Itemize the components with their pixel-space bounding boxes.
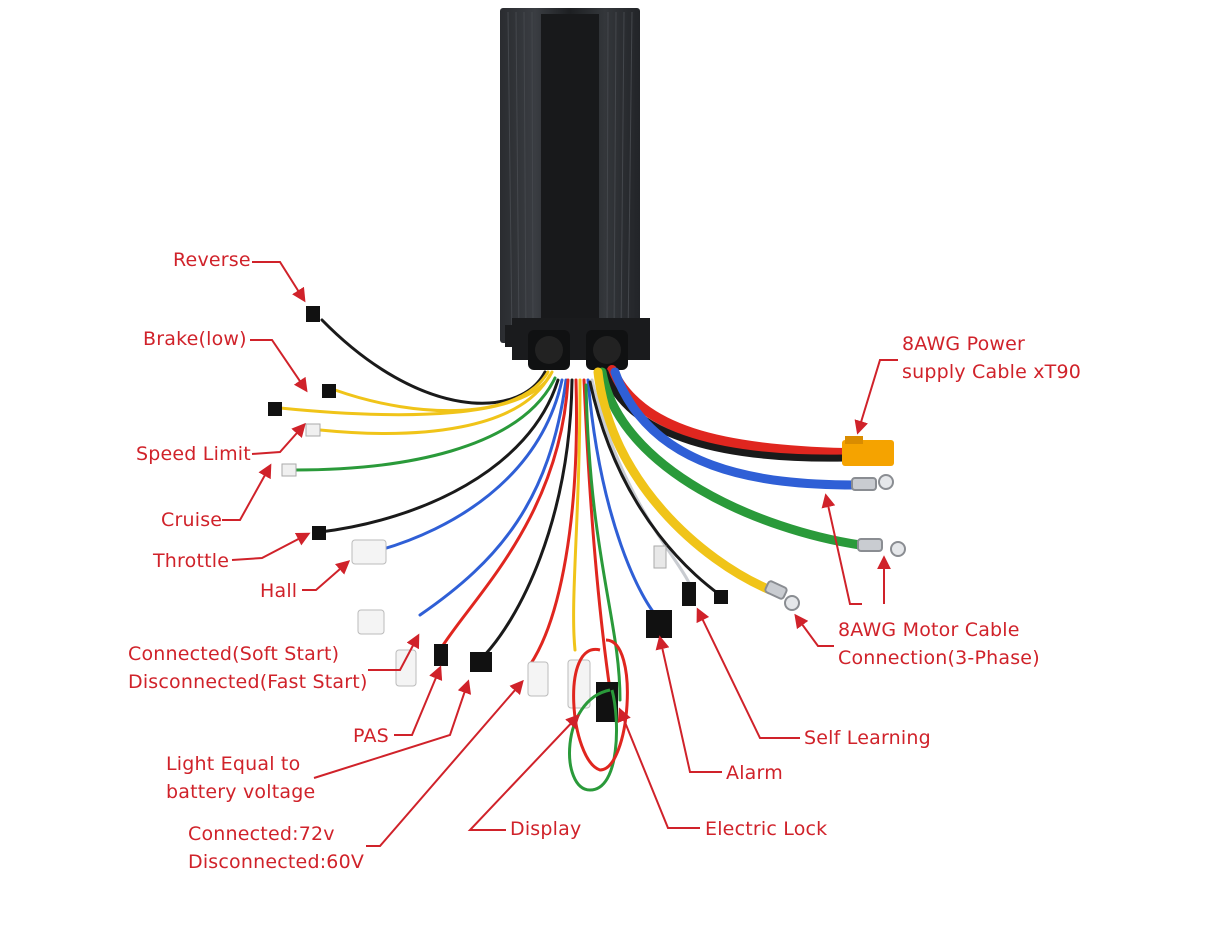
label-self-learning: Self Learning <box>804 727 931 749</box>
label-light: Light Equal to battery voltage <box>166 753 316 803</box>
signal-wires <box>278 318 722 702</box>
label-throttle: Throttle <box>153 550 230 572</box>
label-reverse: Reverse <box>173 249 251 271</box>
label-voltage-select: Connected:72v Disconnected:60V <box>188 823 365 873</box>
controller-housing <box>500 8 650 360</box>
label-brake-low: Brake(low) <box>143 328 247 350</box>
label-cruise: Cruise <box>161 509 223 531</box>
label-pas: PAS <box>353 725 389 747</box>
label-soft-start: Connected(Soft Start) Disconnected(Fast … <box>128 643 368 693</box>
label-electric-lock: Electric Lock <box>705 818 828 840</box>
cable-glands <box>528 330 628 370</box>
thick-cables <box>593 365 865 595</box>
label-speed-limit: Speed Limit <box>136 443 251 465</box>
label-alarm: Alarm <box>726 762 783 784</box>
label-power-cable: 8AWG Power supply Cable xT90 <box>902 333 1082 383</box>
callout-lines <box>222 261 898 847</box>
label-motor-cable: 8AWG Motor Cable Connection(3-Phase) <box>838 619 1040 669</box>
label-hall: Hall <box>260 580 298 602</box>
xt90-connector <box>842 436 894 466</box>
label-display: Display <box>510 818 582 840</box>
ring-terminals <box>764 474 906 611</box>
